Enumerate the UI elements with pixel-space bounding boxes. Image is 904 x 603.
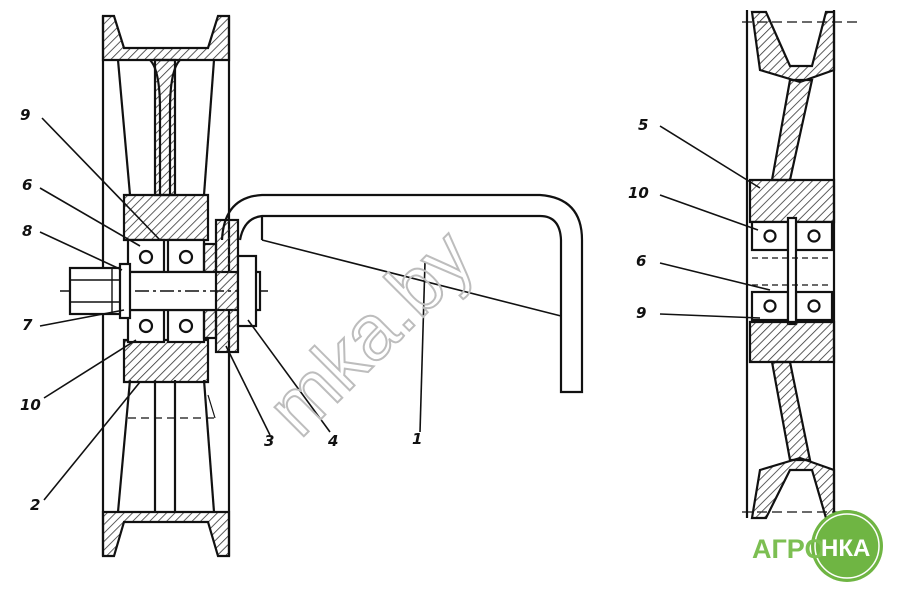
left-pulley [60, 14, 268, 558]
bracket [220, 193, 584, 394]
label-5: 5 [638, 116, 648, 134]
label-3: 3 [264, 432, 274, 450]
watermark-text: mka.by [250, 212, 490, 452]
label-9-left: 9 [20, 106, 30, 124]
label-7: 7 [22, 316, 33, 334]
part-labels: 9 6 8 7 10 2 3 4 1 5 10 6 9 [20, 106, 649, 514]
label-6-left: 6 [22, 176, 32, 194]
label-6-right: 6 [636, 252, 646, 270]
agronka-logo: АГРО НКА [752, 510, 883, 582]
logo-right-text: НКА [821, 535, 870, 562]
label-10-right: 10 [628, 184, 649, 202]
label-8: 8 [22, 222, 32, 240]
leader-lines [39, 117, 771, 501]
logo-circle [811, 510, 883, 582]
label-10-left: 10 [20, 396, 41, 414]
logo-left-text: АГРО [752, 534, 825, 564]
right-pulley [742, 10, 860, 520]
label-4: 4 [327, 432, 338, 450]
label-1: 1 [412, 430, 422, 448]
label-9-right: 9 [636, 304, 646, 322]
label-2: 2 [30, 496, 40, 514]
